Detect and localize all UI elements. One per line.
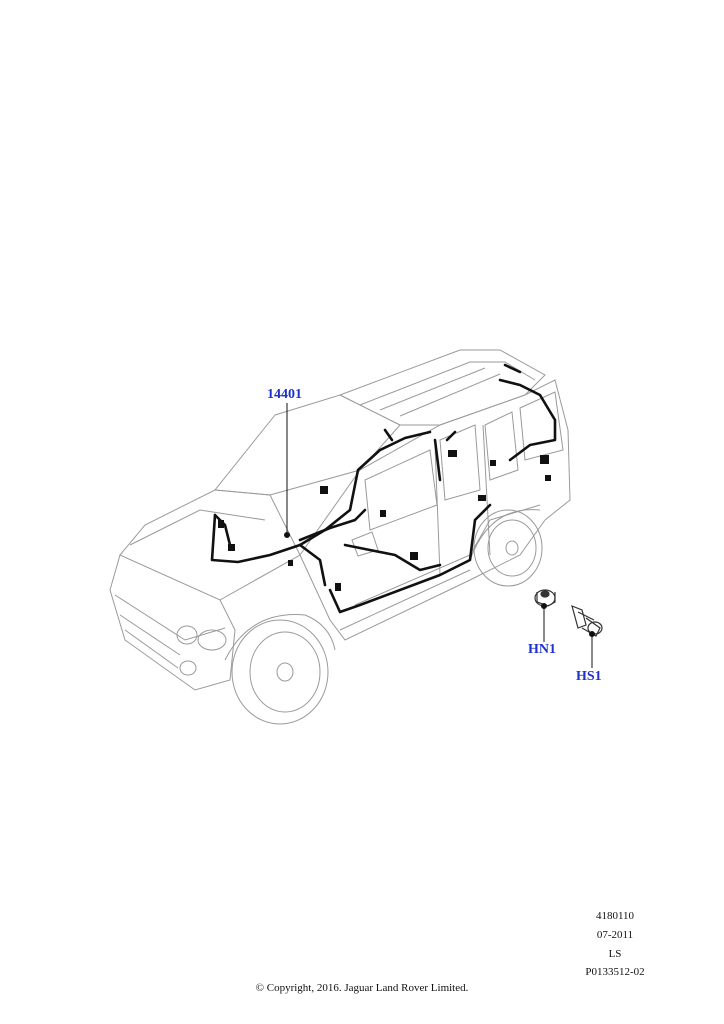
illustration-date: 07-2011 xyxy=(596,929,634,941)
callout-hs1[interactable]: HS1 xyxy=(576,669,602,684)
illustration-market: LS xyxy=(608,948,622,960)
copyright-notice: © Copyright, 2016. Jaguar Land Rover Lim… xyxy=(255,982,469,994)
wiring-harness xyxy=(210,363,557,614)
flange-nut-hn1[interactable] xyxy=(534,589,556,607)
illustration-code: 4180110 xyxy=(595,910,635,922)
callout-14401[interactable]: 14401 xyxy=(267,387,302,402)
harness-connectors xyxy=(218,450,551,591)
screw-hs1[interactable] xyxy=(571,604,603,637)
illustration-ref: P0133512-02 xyxy=(585,966,645,978)
leader-lines xyxy=(284,403,595,668)
callout-hn1[interactable]: HN1 xyxy=(528,642,556,657)
vehicle-body-outline xyxy=(109,349,571,725)
